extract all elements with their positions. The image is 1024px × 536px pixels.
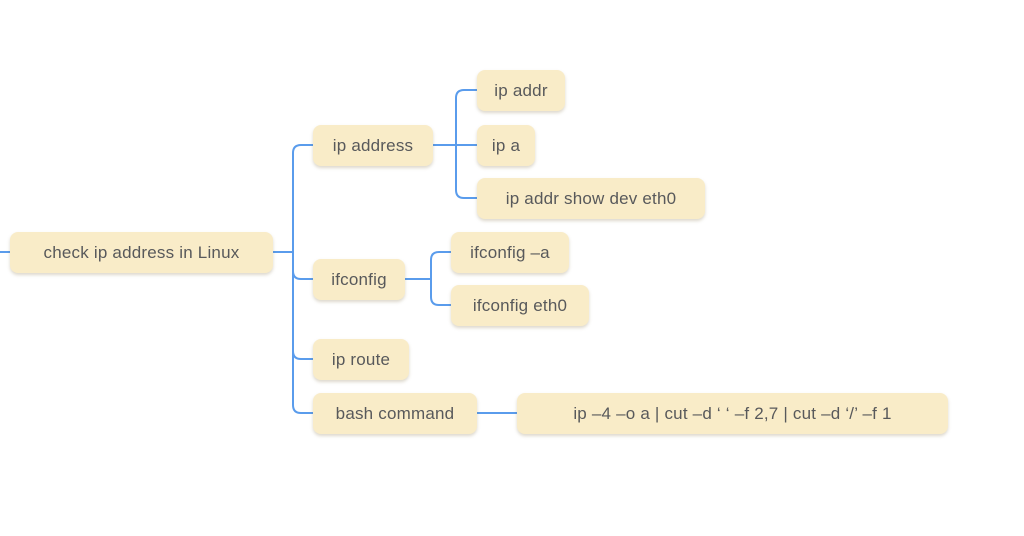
connector-to-bash-command [292,251,314,414]
mindmap-branch-ip-address[interactable]: ip address [313,125,433,166]
connector-ip-address-to-ip-addr-show [455,144,478,199]
connector-to-ip-address [292,144,314,253]
mindmap-leaf-ip-a[interactable]: ip a [477,125,535,166]
mindmap-branch-ip-route[interactable]: ip route [313,339,409,380]
connector-ip-address-to-ip-addr [455,89,478,146]
mindmap-leaf-ifconfig-eth0[interactable]: ifconfig eth0 [451,285,589,326]
mindmap-leaf-ip-addr[interactable]: ip addr [477,70,565,111]
connector-ifconfig-to-ifconfig-eth0 [430,278,452,306]
mindmap-branch-bash-command[interactable]: bash command [313,393,477,434]
connector-lines [0,89,518,414]
connector-to-ifconfig [292,251,314,280]
connector-to-ip-route [292,251,314,360]
connector-ifconfig-to-ifconfig-a [430,251,452,280]
mindmap-leaf-bash-pipeline[interactable]: ip –4 –o a | cut –d ‘ ‘ –f 2,7 | cut –d … [517,393,948,434]
mindmap-branch-ifconfig[interactable]: ifconfig [313,259,405,300]
mindmap-leaf-ifconfig-a[interactable]: ifconfig –a [451,232,569,273]
mindmap-leaf-ip-addr-show-dev-eth0[interactable]: ip addr show dev eth0 [477,178,705,219]
mindmap-root-node[interactable]: check ip address in Linux [10,232,273,273]
